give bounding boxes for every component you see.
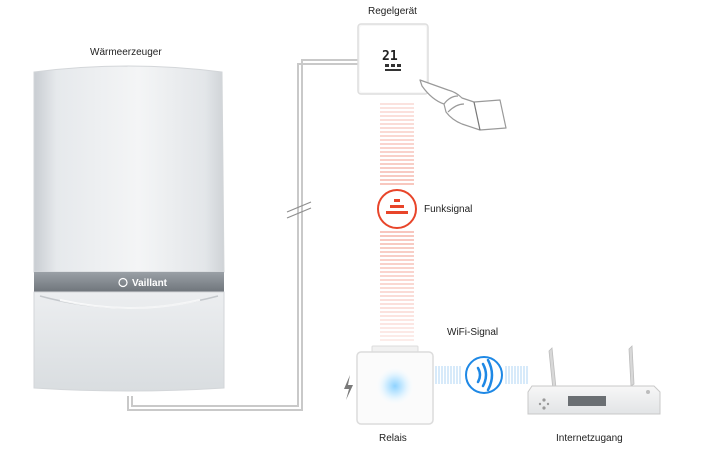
wifi-icon bbox=[465, 356, 503, 394]
radio-signal-beam bbox=[380, 103, 414, 341]
relay-label: Relais bbox=[379, 433, 407, 444]
wire-break-mark bbox=[286, 201, 312, 219]
radio-signal-icon bbox=[377, 189, 417, 229]
boiler-logo-mark bbox=[118, 277, 128, 288]
hand-icon bbox=[419, 79, 507, 131]
thermostat bbox=[357, 23, 429, 95]
wifi-signal-beam bbox=[435, 366, 528, 384]
boiler bbox=[33, 65, 225, 392]
internet-access-label: Internetzugang bbox=[556, 433, 623, 444]
heat-generator-label: Wärmeerzeuger bbox=[90, 47, 162, 58]
relay bbox=[356, 345, 434, 425]
router bbox=[527, 345, 661, 415]
wifi-signal-label: WiFi-Signal bbox=[447, 327, 499, 338]
lightning-icon bbox=[344, 375, 353, 400]
radio-signal-label: Funksignal bbox=[424, 204, 473, 215]
controller-label: Regelgerät bbox=[368, 6, 417, 17]
boiler-brand-logo: Vaillant bbox=[132, 278, 168, 289]
thermostat-display: 21 bbox=[382, 49, 398, 64]
thermostat-display-icons bbox=[385, 64, 401, 71]
wire bbox=[127, 59, 358, 411]
